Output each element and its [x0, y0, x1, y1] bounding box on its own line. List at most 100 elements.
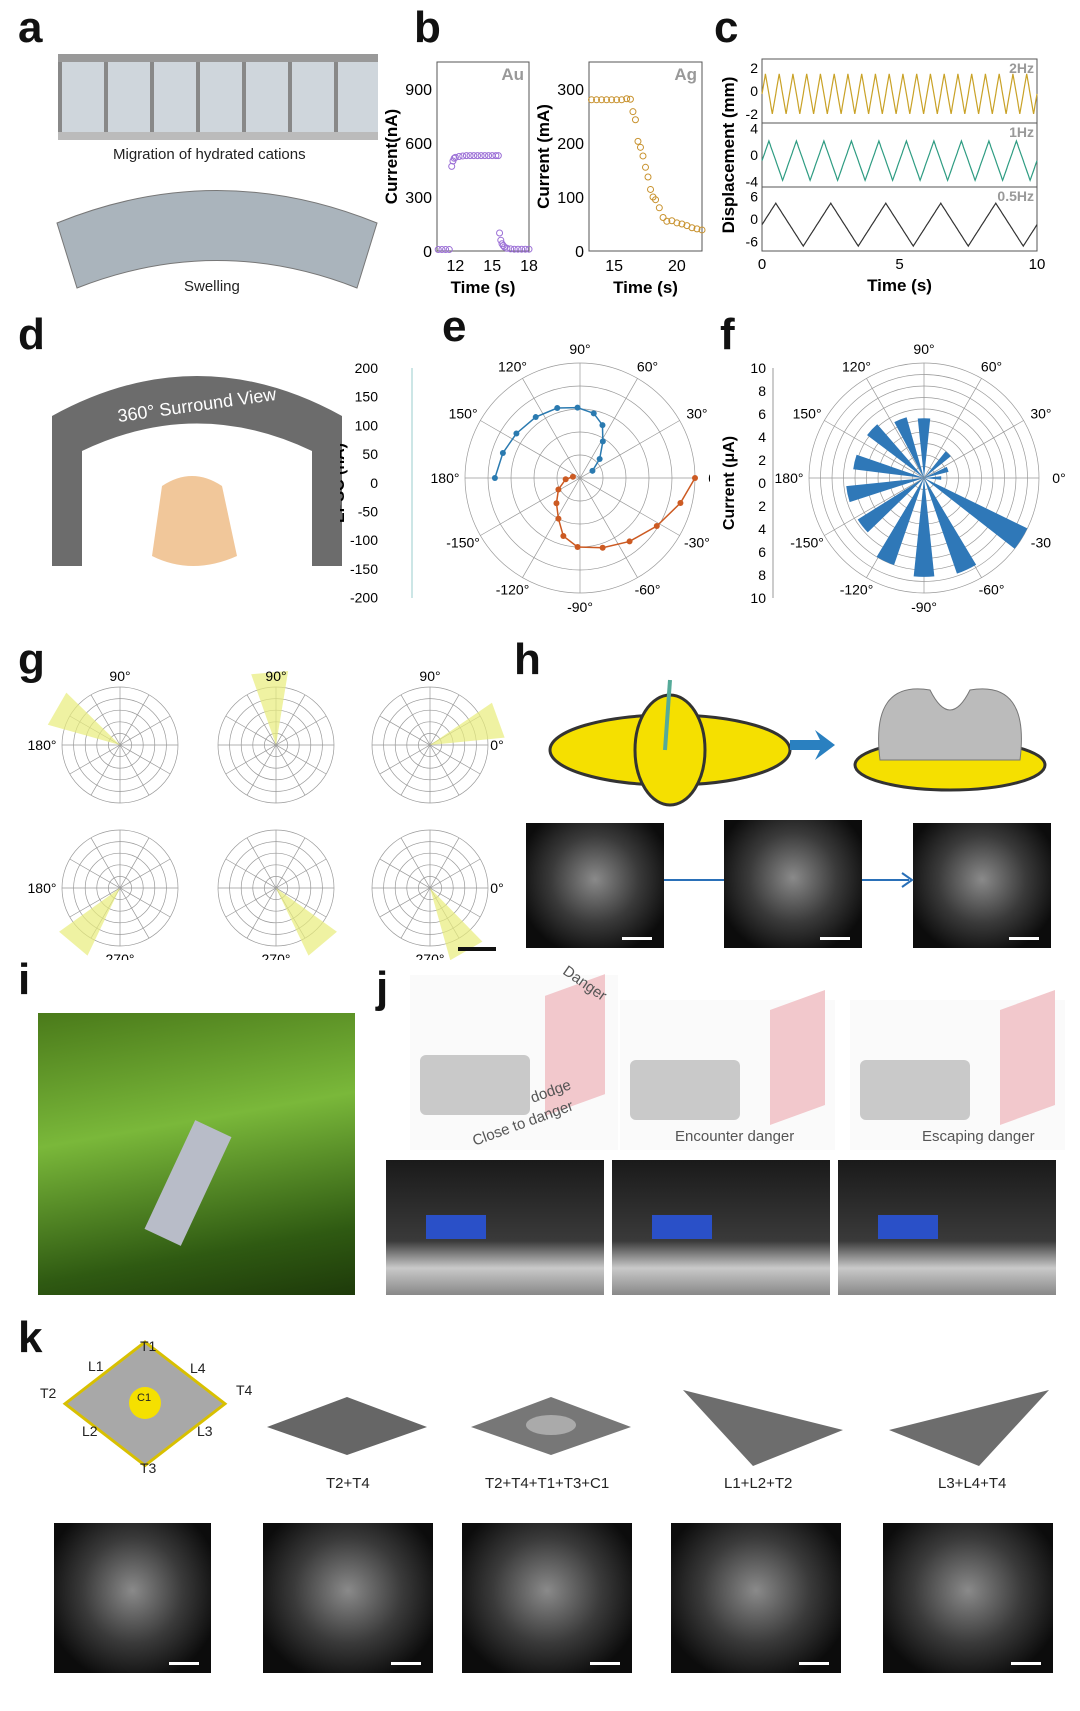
photo-robot-1	[386, 1160, 604, 1295]
angle-label: -150°	[446, 535, 480, 551]
panel-label-c: c	[714, 3, 739, 52]
data-point-blue	[491, 475, 498, 481]
y-tick-label: 10	[750, 360, 766, 376]
angle-label-right: 0°	[490, 880, 503, 896]
y-tick-label: -200	[350, 590, 378, 606]
x-tick-label: 18	[520, 258, 538, 275]
data-point	[514, 245, 522, 253]
angle-label: 150°	[449, 406, 478, 422]
y-tick-label: 0	[758, 475, 766, 491]
angle-label-left: 180°	[28, 880, 57, 896]
pad-label-L1: L1	[88, 1358, 104, 1374]
rose-bar	[917, 418, 931, 478]
y-tick-label: 150	[355, 389, 379, 405]
surround-view-illustration: 360° Surround View	[52, 376, 342, 566]
data-point	[598, 96, 606, 104]
angle-label-bottom: 270°	[262, 951, 291, 960]
series-name: 2Hz	[1009, 60, 1034, 76]
data-point-blue	[532, 414, 539, 421]
data-point-blue	[589, 467, 596, 474]
panel-label-f: f	[720, 310, 735, 359]
y-tick-label: 200	[557, 136, 584, 153]
device-in-grass	[144, 1120, 232, 1246]
panel-label-i: i	[18, 955, 31, 1004]
y-tick-label: 900	[405, 82, 432, 99]
y-tick-label: 200	[355, 360, 379, 376]
y-axis-label: Current(nA)	[382, 109, 401, 204]
data-point-orange	[626, 538, 633, 545]
data-point-orange	[653, 522, 660, 529]
data-point	[518, 245, 526, 253]
data-point	[473, 152, 481, 160]
data-point-orange	[562, 476, 569, 483]
data-point	[470, 152, 478, 160]
photo-k-2	[263, 1523, 433, 1673]
y-tick-label: 6	[758, 544, 766, 560]
y-tick-label: 300	[557, 82, 584, 99]
data-point	[629, 108, 637, 116]
rose-bar	[857, 478, 924, 533]
y-tick-label: 6	[750, 188, 758, 204]
data-point	[442, 246, 450, 254]
pad-label-L2: L2	[82, 1423, 98, 1439]
series-title: Au	[501, 65, 524, 84]
data-point	[510, 245, 518, 253]
data-point	[618, 96, 626, 104]
rose-bar	[924, 451, 951, 478]
data-point	[623, 95, 631, 103]
panel-label-j: j	[376, 963, 389, 1012]
panel-label-g: g	[18, 635, 45, 684]
photo-bending-flower	[724, 820, 862, 948]
angle-label: -60°	[979, 582, 1005, 598]
panel-label-k: k	[18, 1313, 43, 1362]
state-render-4	[884, 1388, 1054, 1468]
light-cone	[59, 888, 120, 956]
y-tick-label: 100	[557, 190, 584, 207]
angle-label-bottom: 270°	[416, 951, 445, 960]
angle-label: -120°	[840, 582, 874, 598]
angle-label: -150°	[790, 535, 824, 551]
y-axis-label: Current (μA)	[721, 436, 738, 530]
x-tick-label: 10	[1029, 256, 1046, 273]
photo-robot-3	[838, 1160, 1056, 1295]
data-point	[613, 96, 621, 104]
photo-robot-2	[612, 1160, 830, 1295]
series-title: Ag	[674, 65, 697, 84]
scale-bar	[458, 947, 496, 951]
angle-label: 60°	[637, 358, 658, 374]
data-point	[477, 152, 485, 160]
angle-label: 90°	[913, 341, 934, 357]
data-point-blue	[574, 404, 581, 411]
light-cone	[276, 888, 337, 956]
angle-label: -30	[1031, 535, 1051, 551]
data-point	[521, 245, 529, 253]
y-tick-label: 2	[750, 60, 758, 76]
subplot-frame	[761, 186, 1038, 252]
y-tick-label: 10	[750, 590, 766, 606]
data-point	[485, 152, 493, 160]
series-line-blue	[494, 406, 604, 479]
rose-bar	[924, 478, 1028, 549]
pad-layout-diagram	[62, 1340, 228, 1468]
x-tick-label: 0	[758, 256, 766, 273]
data-point-orange	[692, 475, 698, 481]
x-tick-label: 5	[895, 256, 903, 273]
state-label-2: T2+T4+T1+T3+C1	[485, 1475, 610, 1492]
angle-label: -90°	[567, 599, 593, 615]
data-point	[642, 163, 649, 171]
y-tick-label: -6	[746, 234, 759, 250]
series-line-1Hz	[761, 139, 1038, 183]
angle-label: 150°	[793, 406, 822, 422]
angle-label: -120°	[496, 582, 530, 598]
y-tick-label: 0	[750, 211, 758, 227]
robot-render-escaping: Escaping danger	[850, 989, 1065, 1150]
data-point-blue	[599, 438, 606, 445]
y-tick-label: -150	[350, 561, 378, 577]
light-cone	[251, 670, 289, 745]
x-axis-label: Time (s)	[867, 276, 932, 295]
light-cone	[47, 692, 120, 745]
rose-bar	[924, 466, 949, 478]
photo-k-3	[462, 1523, 632, 1673]
y-axis-label: EPSC (nA)	[340, 443, 348, 523]
angle-label: 60°	[981, 358, 1002, 374]
